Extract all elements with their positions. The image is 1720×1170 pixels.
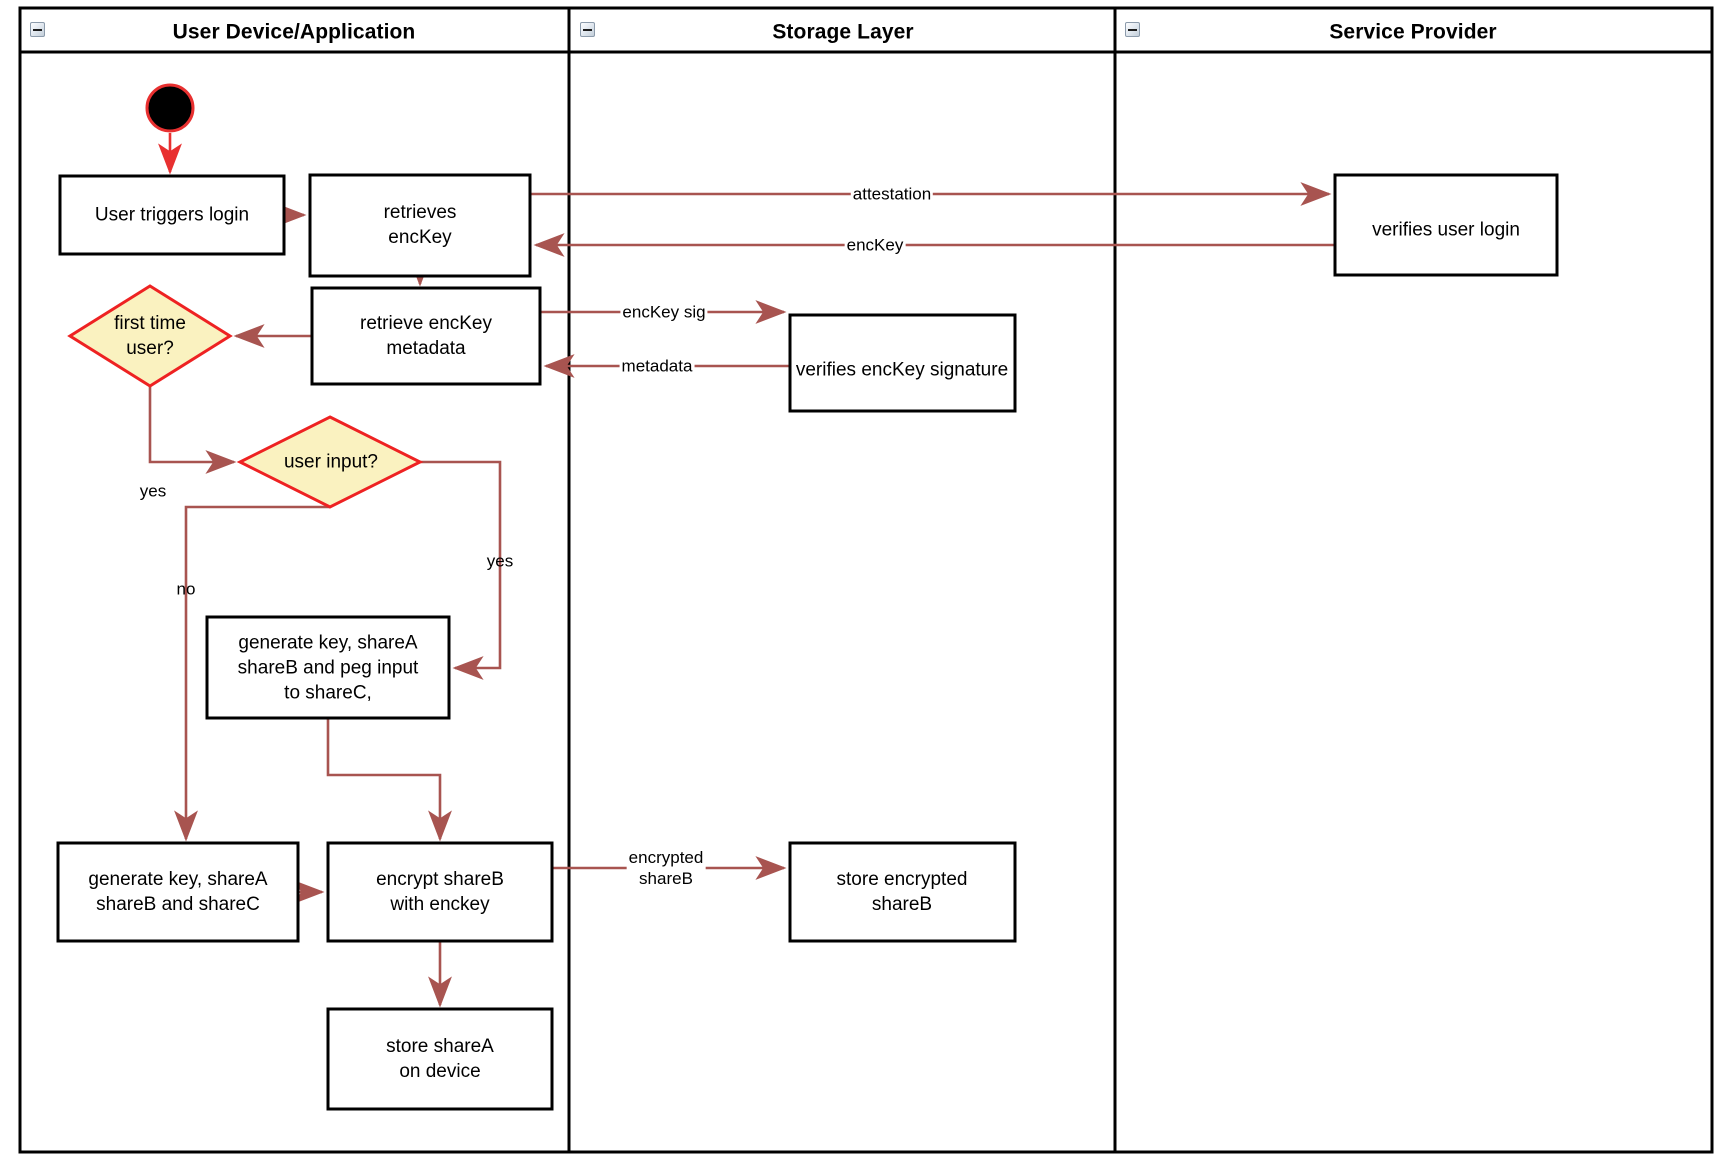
lane-title-user-device-application: User Device/Application: [172, 20, 416, 44]
node-encrypt-shareb[interactable]: [326, 841, 554, 943]
node-store-sharea[interactable]: [326, 1007, 554, 1111]
collapse-minus-icon-lane-0[interactable]: [30, 22, 45, 37]
collapse-minus-icon-lane-2[interactable]: [1125, 22, 1140, 37]
node-generate-key-shares[interactable]: [56, 841, 300, 943]
node-retrieve-enckey-metadata[interactable]: [310, 286, 542, 386]
node-user-input-decision[interactable]: [236, 415, 424, 509]
collapse-minus-icon-lane-1[interactable]: [580, 22, 595, 37]
edge-peg-to-encrypt: [326, 718, 452, 842]
node-layer: [56, 83, 1559, 1111]
node-user-triggers-login[interactable]: [58, 174, 286, 256]
lane-title-service-provider: Service Provider: [1329, 20, 1497, 44]
edge-firsttime-yes-to-userinput: [148, 386, 237, 474]
node-retrieves-enckey[interactable]: [308, 173, 532, 278]
lane-title-storage-layer: Storage Layer: [772, 20, 914, 44]
initial-node[interactable]: [145, 83, 195, 133]
edge-userinput-yes-to-peg: [420, 460, 502, 680]
node-generate-key-peg[interactable]: [205, 615, 451, 720]
node-verifies-enckey-signature[interactable]: [788, 313, 1017, 413]
node-verifies-user-login[interactable]: [1333, 173, 1559, 277]
edge-userinput-no-to-shares: [174, 505, 330, 842]
node-first-time-user-decision[interactable]: [67, 284, 233, 388]
node-store-encrypted-shareb[interactable]: [788, 841, 1017, 943]
